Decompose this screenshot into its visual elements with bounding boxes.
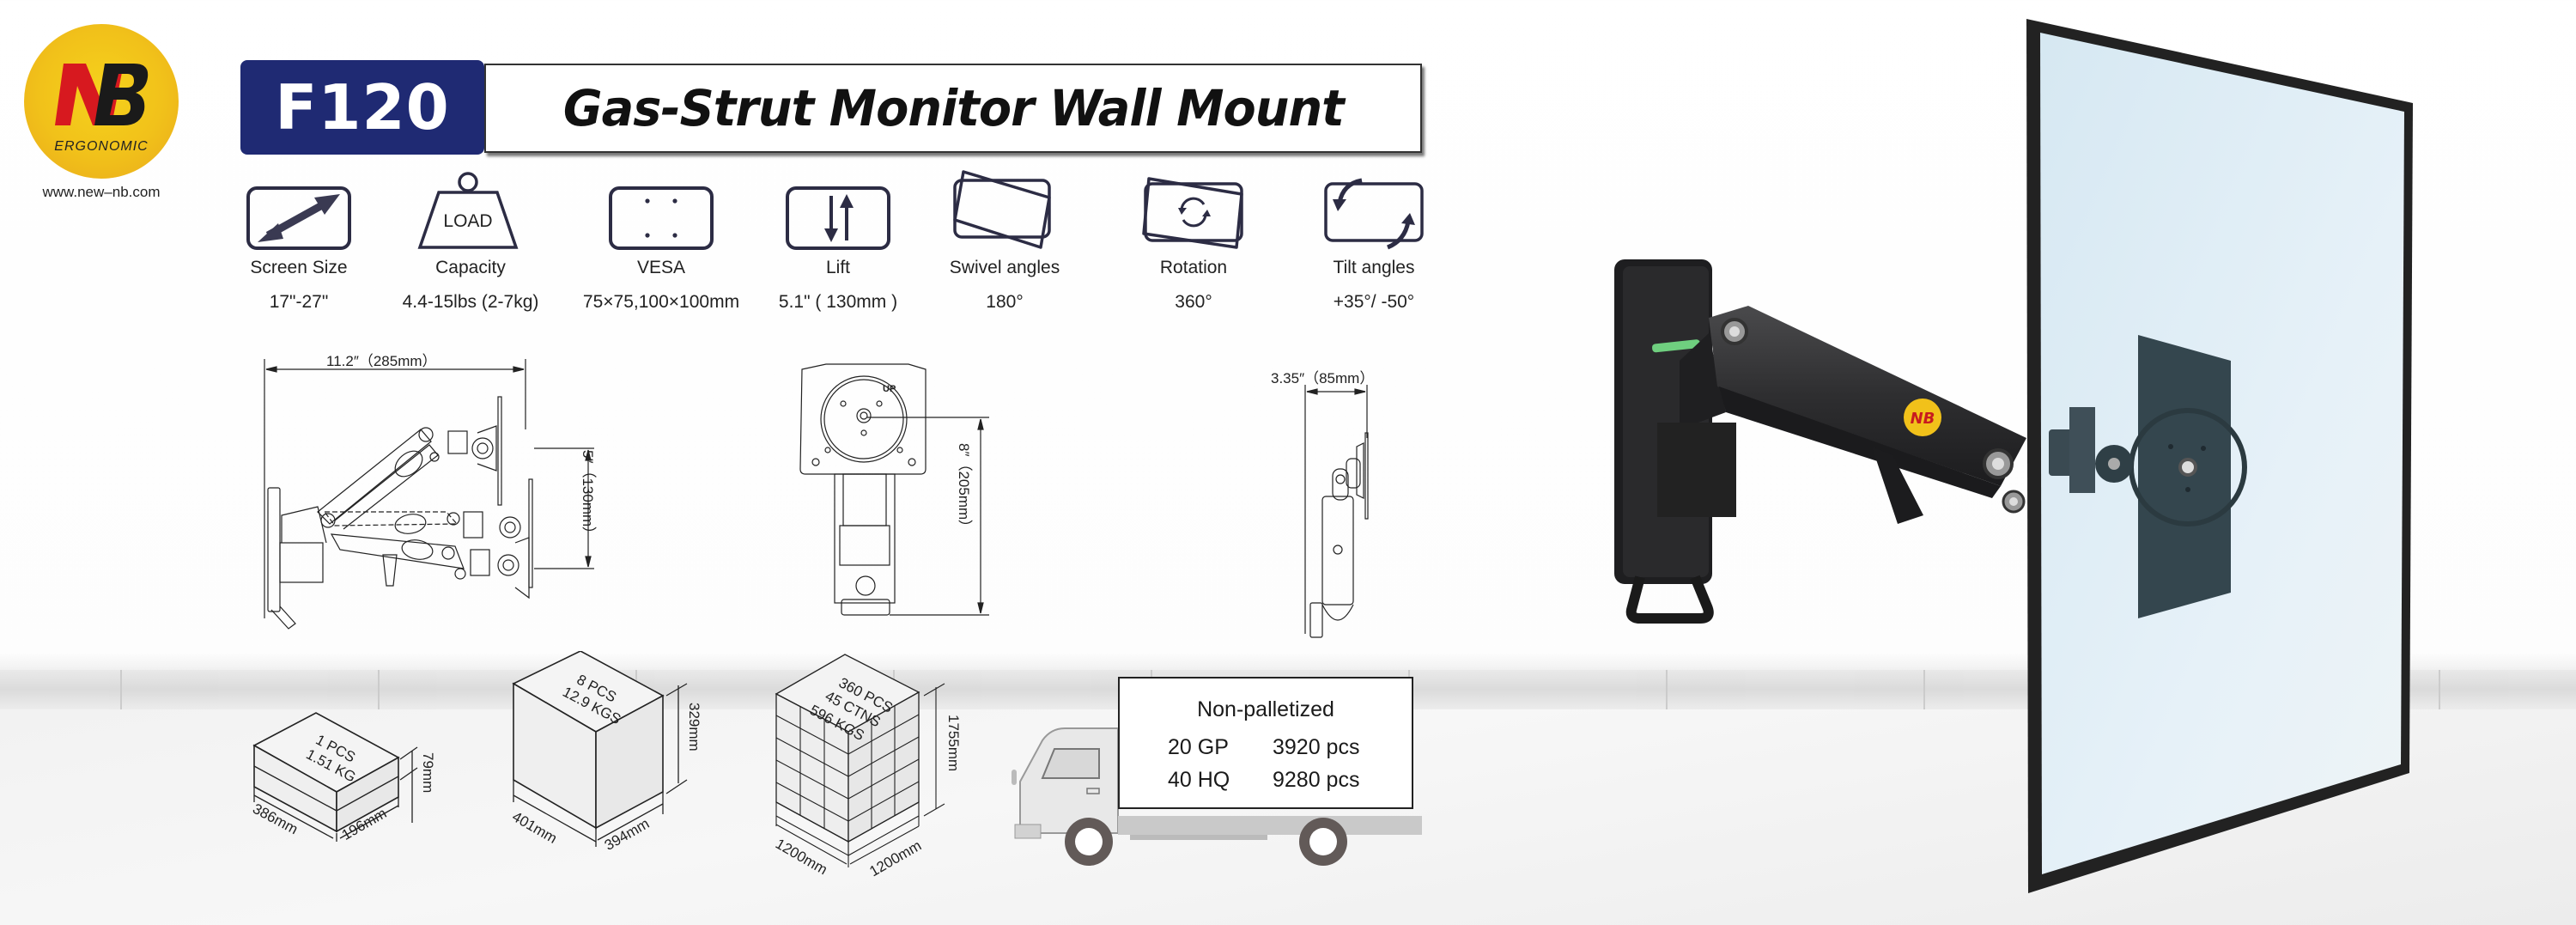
front-view-diagram: UP bbox=[799, 363, 989, 616]
logo-subtitle: ERGONOMIC bbox=[54, 139, 149, 154]
box-height: 79mm bbox=[420, 752, 436, 794]
side-lift-label: 5″（130mm） bbox=[580, 450, 596, 542]
title-box: Gas-Strut Monitor Wall Mount bbox=[484, 64, 1422, 153]
pallet-diagram bbox=[775, 654, 945, 867]
spec-value: 360° bbox=[1175, 292, 1212, 312]
vesa-plate-icon bbox=[609, 186, 714, 250]
brand-logo: ERGONOMIC bbox=[24, 24, 179, 179]
spec-value: 4.4-15lbs (2-7kg) bbox=[402, 292, 539, 312]
pallet-height: 1755mm bbox=[945, 715, 962, 772]
container-row: 40 HQ 9280 pcs bbox=[1168, 768, 1391, 793]
website-url: www.new–nb.com bbox=[42, 184, 161, 200]
spec-vesa: VESA 75×75,100×100mm bbox=[567, 168, 756, 313]
lift-arrows-icon bbox=[786, 186, 890, 250]
spec-label: Capacity bbox=[435, 258, 506, 277]
spec-rotation: Rotation 360° bbox=[1099, 168, 1288, 313]
carton-height: 329mm bbox=[686, 703, 702, 752]
spec-label: VESA bbox=[636, 258, 686, 277]
carton-package: 8 PCS 12.9 KGS 401mm 394mm 329mm bbox=[507, 650, 721, 857]
profile-view-drawing: 3.35″（85mm） bbox=[1262, 361, 1417, 644]
side-width-label: 11.2″（285mm） bbox=[326, 353, 437, 369]
spec-lift: Lift 5.1" ( 130mm ) bbox=[744, 168, 933, 313]
spec-label: Swivel angles bbox=[949, 258, 1060, 277]
spec-swivel: Swivel angles 180° bbox=[910, 168, 1099, 313]
spec-value: 5.1" ( 130mm ) bbox=[778, 292, 898, 312]
front-height-label: 8″（205mm） bbox=[956, 443, 972, 535]
spec-label: Rotation bbox=[1159, 258, 1228, 277]
diagonal-arrow-icon bbox=[246, 186, 351, 250]
side-view-drawing: 11.2″（285mm） 5″（130mm） bbox=[258, 344, 601, 636]
spec-value: 75×75,100×100mm bbox=[582, 292, 740, 312]
container-qty: 9280 pcs bbox=[1273, 768, 1360, 792]
pallet-package: 360 PCS 45 CTNS 596 KGS 1200mm 1200mm 17… bbox=[773, 649, 979, 881]
single-box-diagram bbox=[252, 712, 418, 842]
spec-label: Screen Size bbox=[250, 258, 348, 277]
spec-tilt: Tilt angles +35°/ -50° bbox=[1279, 168, 1468, 313]
nb-logo-icon bbox=[55, 64, 149, 125]
arm-logo-text: NB bbox=[1911, 410, 1935, 428]
single-box-package: 1 PCS 1.51 KG 386mm 196mm 79mm bbox=[240, 704, 455, 850]
carton-diagram bbox=[512, 650, 688, 847]
spec-screen-size: Screen Size 17"-27" bbox=[204, 168, 393, 313]
spec-label: Lift bbox=[825, 258, 850, 277]
container-qty: 3920 pcs bbox=[1273, 735, 1360, 759]
side-view-diagram bbox=[264, 359, 594, 630]
wall-arm-render: NB bbox=[1597, 240, 2112, 653]
model-badge: F120 bbox=[240, 60, 484, 155]
monitor-image bbox=[2026, 19, 2413, 893]
spec-value: 17"-27" bbox=[269, 292, 329, 312]
front-view-drawing: UP 8″（205mm） bbox=[790, 361, 996, 618]
tilt-icon bbox=[1324, 178, 1424, 250]
load-text: LOAD bbox=[443, 211, 492, 231]
container-row: 20 GP 3920 pcs bbox=[1168, 735, 1391, 760]
container-type: 40 HQ bbox=[1168, 768, 1230, 792]
gas-strut-arm-image: NB bbox=[1614, 259, 2026, 624]
spec-value: +35°/ -50° bbox=[1333, 292, 1415, 312]
up-marker: UP bbox=[883, 384, 896, 394]
swivel-icon bbox=[953, 170, 1051, 249]
truck-icon bbox=[1012, 727, 1422, 866]
container-type: 20 GP bbox=[1168, 735, 1229, 759]
spec-value: 180° bbox=[986, 292, 1024, 312]
monitor-render bbox=[2018, 0, 2499, 925]
page-title: Gas-Strut Monitor Wall Mount bbox=[562, 79, 1345, 137]
container-capacity-panel: Non-palletized 20 GP 3920 pcs 40 HQ 9280… bbox=[1118, 677, 1413, 809]
profile-depth-label: 3.35″（85mm） bbox=[1271, 370, 1375, 386]
load-weight-icon: LOAD bbox=[417, 172, 519, 249]
truck-illustration bbox=[1003, 687, 1432, 867]
rotation-icon bbox=[1142, 177, 1243, 249]
spec-label: Tilt angles bbox=[1333, 258, 1415, 277]
spec-capacity: LOAD Capacity 4.4-15lbs (2-7kg) bbox=[376, 168, 565, 313]
profile-view-diagram bbox=[1304, 385, 1369, 638]
container-title: Non-palletized bbox=[1197, 697, 1334, 721]
